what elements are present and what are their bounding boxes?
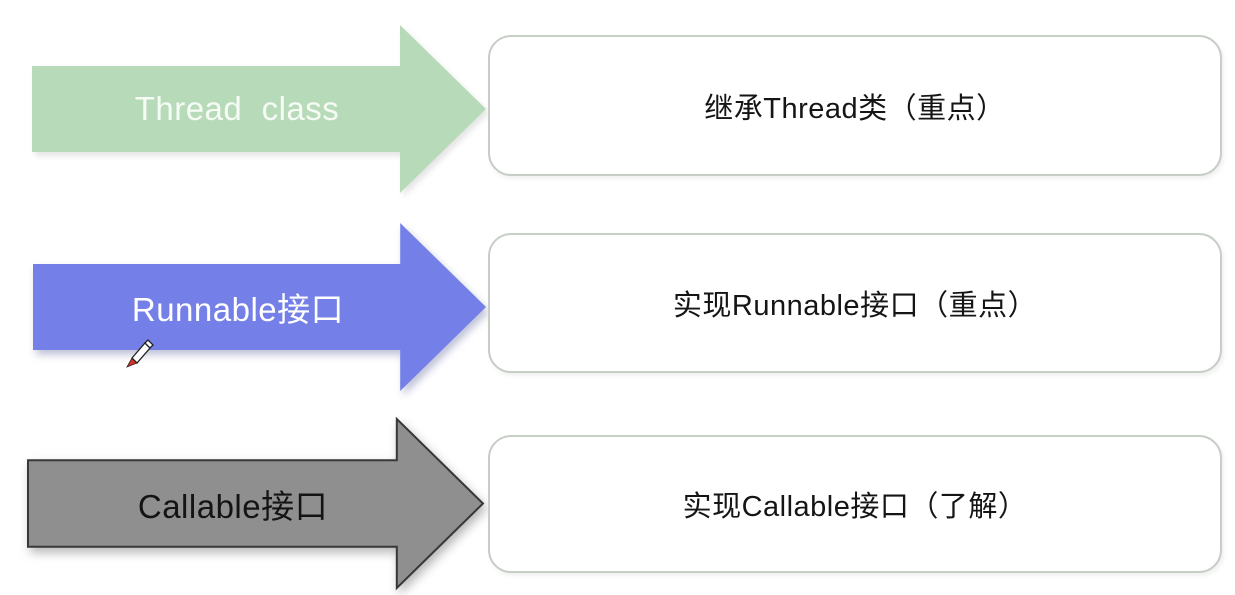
inherit-thread-box-text: 继承Thread类（重点） xyxy=(704,92,1006,125)
implement-runnable-box-text: 实现Runnable接口（重点） xyxy=(672,290,1038,322)
callable-interface-arrow-shape xyxy=(26,416,485,591)
implement-callable-box-text: 实现Callable接口（了解） xyxy=(682,491,1028,523)
right-arrow-icon xyxy=(32,25,486,193)
pencil-end-cap xyxy=(144,339,154,349)
thread-class-arrow-label: Thread class xyxy=(134,90,340,127)
thread-class-arrow-shape xyxy=(32,25,486,193)
runnable-interface-arrow: Runnable接口 xyxy=(33,221,488,393)
right-arrow-icon xyxy=(26,416,485,591)
callable-interface-arrow: Callable接口 xyxy=(26,416,485,591)
runnable-interface-arrow-label: Runnable接口 xyxy=(131,291,345,328)
callable-interface-arrow-label: Callable接口 xyxy=(137,487,329,525)
inherit-thread-box: 继承Thread类（重点） xyxy=(488,35,1222,176)
implement-runnable-box: 实现Runnable接口（重点） xyxy=(488,233,1222,373)
implement-callable-box: 实现Callable接口（了解） xyxy=(488,435,1222,573)
thread-class-arrow: Thread class xyxy=(32,23,488,195)
pencil-cursor-icon xyxy=(124,336,156,370)
